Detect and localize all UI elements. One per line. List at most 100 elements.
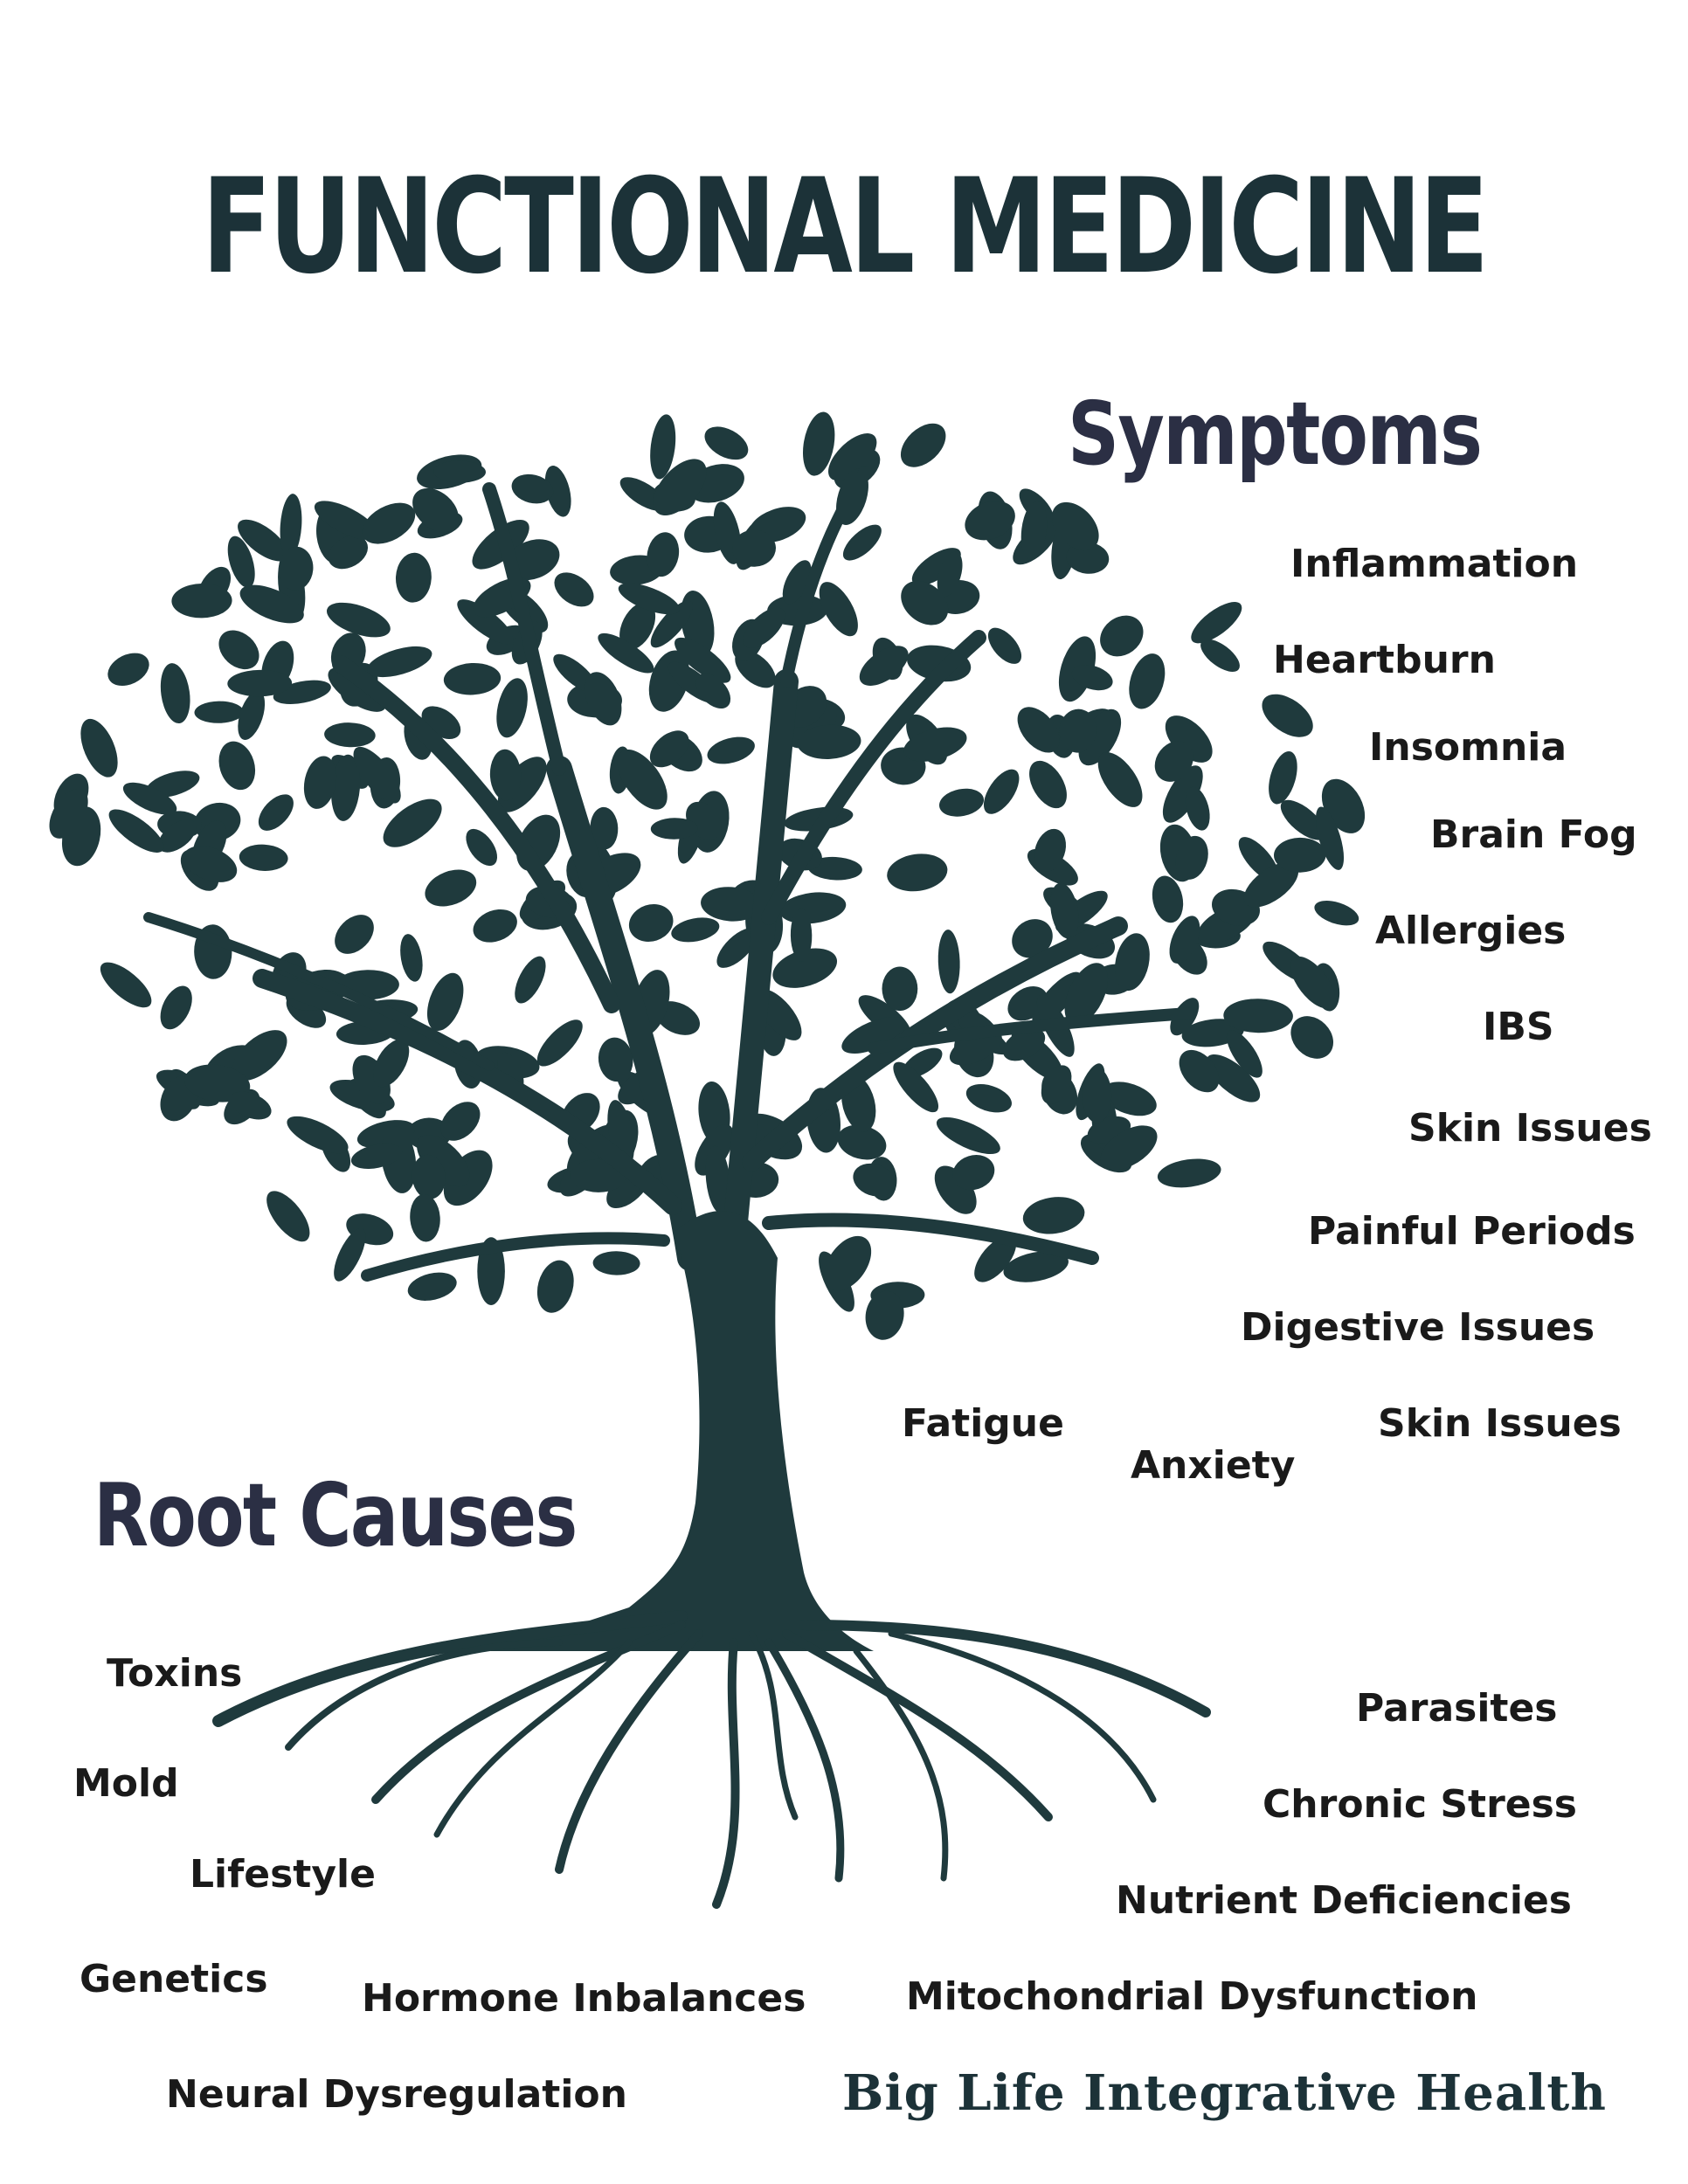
- leaf: [671, 917, 720, 943]
- cause-label-parasites: Parasites: [1356, 1686, 1558, 1731]
- leaf: [218, 630, 259, 670]
- leaf: [965, 501, 1015, 541]
- leaf: [949, 1030, 1002, 1066]
- branch: [780, 466, 871, 688]
- leaf: [901, 580, 949, 625]
- leaf: [258, 794, 294, 831]
- leaf: [1200, 639, 1240, 672]
- leaf: [326, 602, 391, 638]
- leaf: [987, 627, 1022, 664]
- leaf: [983, 769, 1020, 814]
- root: [712, 1638, 740, 1909]
- leaf: [841, 1016, 906, 1054]
- leaf: [278, 546, 314, 591]
- leaf: [331, 754, 361, 821]
- leaf: [1152, 875, 1184, 923]
- symptom-label-skin-issues: Skin Issues: [1408, 1106, 1652, 1151]
- leaf: [824, 1235, 872, 1291]
- leaf: [1012, 919, 1053, 958]
- leaf: [515, 956, 546, 1004]
- leaf: [473, 909, 517, 943]
- leaf: [859, 646, 909, 686]
- root: [888, 1630, 1157, 1803]
- leaf: [536, 1260, 574, 1313]
- leaf: [433, 460, 486, 483]
- symptom-label-heartburn: Heartburn: [1273, 638, 1496, 682]
- cause-label-genetics: Genetics: [80, 1957, 268, 2001]
- leaf: [1064, 963, 1109, 1026]
- leaf: [400, 934, 423, 982]
- symptom-label-skin-issues-2: Skin Issues: [1378, 1401, 1622, 1446]
- leaf: [617, 749, 668, 810]
- leaf: [937, 551, 963, 598]
- leaf: [425, 869, 477, 907]
- leaf: [314, 501, 378, 541]
- root: [799, 1620, 1211, 1717]
- leaf: [837, 1124, 887, 1160]
- leaf: [571, 1158, 626, 1192]
- symptom-label-insomnia: Insomnia: [1369, 725, 1567, 770]
- root: [285, 1639, 563, 1751]
- branch: [253, 969, 682, 1215]
- cause-label-nutrient-deficiencies: Nutrient Deficiencies: [1116, 1878, 1572, 1923]
- leaf: [965, 1084, 1012, 1113]
- leaf: [743, 607, 785, 649]
- tree-branches: [143, 466, 1194, 1282]
- leaf: [1290, 1016, 1334, 1059]
- leaf: [544, 466, 571, 517]
- symptom-label-anxiety: Anxiety: [1131, 1443, 1296, 1488]
- leaf: [511, 473, 554, 504]
- symptom-label-inflammation: Inflammation: [1290, 542, 1579, 586]
- leaf: [1290, 956, 1336, 1009]
- leaf: [1034, 828, 1067, 872]
- leaf: [1165, 715, 1213, 763]
- leaf: [440, 1102, 481, 1141]
- leaf: [280, 494, 302, 558]
- leaf: [328, 667, 386, 712]
- leaf: [395, 552, 432, 603]
- leaf: [1041, 1065, 1072, 1104]
- leaf: [1269, 750, 1297, 805]
- root: [853, 1648, 949, 1882]
- leaf: [704, 426, 749, 460]
- leaf: [417, 1135, 470, 1187]
- leaf: [598, 1037, 633, 1082]
- symptom-label-allergies: Allergies: [1375, 909, 1567, 953]
- leaf: [183, 846, 238, 882]
- leaf: [1050, 882, 1079, 939]
- leaf: [80, 718, 118, 778]
- leaf: [122, 782, 177, 815]
- leaf: [585, 672, 622, 726]
- leaf: [232, 1030, 287, 1082]
- leaf: [303, 756, 337, 809]
- leaf: [828, 433, 877, 481]
- leaf: [650, 600, 694, 648]
- leaf: [592, 1251, 640, 1275]
- leaf: [229, 1091, 272, 1120]
- symptom-label-brain-fog: Brain Fog: [1430, 812, 1637, 857]
- leaf: [1020, 501, 1048, 560]
- symptom-label-digestive-issues: Digestive Issues: [1241, 1305, 1595, 1350]
- leaf: [1280, 799, 1326, 840]
- leaf: [239, 844, 288, 871]
- leaf: [853, 1163, 896, 1197]
- page-title: FUNCTIONAL MEDICINE: [201, 151, 1489, 303]
- leaf: [842, 524, 882, 561]
- leaf: [802, 411, 835, 476]
- leaf: [1206, 1054, 1261, 1102]
- leaf: [238, 519, 288, 562]
- leaf: [1078, 708, 1122, 766]
- leaf: [797, 724, 861, 759]
- leaf: [1154, 741, 1193, 782]
- leaf: [900, 423, 946, 467]
- symptom-label-painful-periods: Painful Periods: [1308, 1209, 1636, 1254]
- leaf: [412, 1154, 446, 1199]
- leaf: [1082, 1068, 1112, 1123]
- branch: [143, 912, 495, 1071]
- branch: [361, 1232, 670, 1282]
- leaf: [1243, 862, 1299, 908]
- leaf: [171, 583, 232, 619]
- leaf: [443, 662, 502, 695]
- leaf: [1100, 1125, 1158, 1171]
